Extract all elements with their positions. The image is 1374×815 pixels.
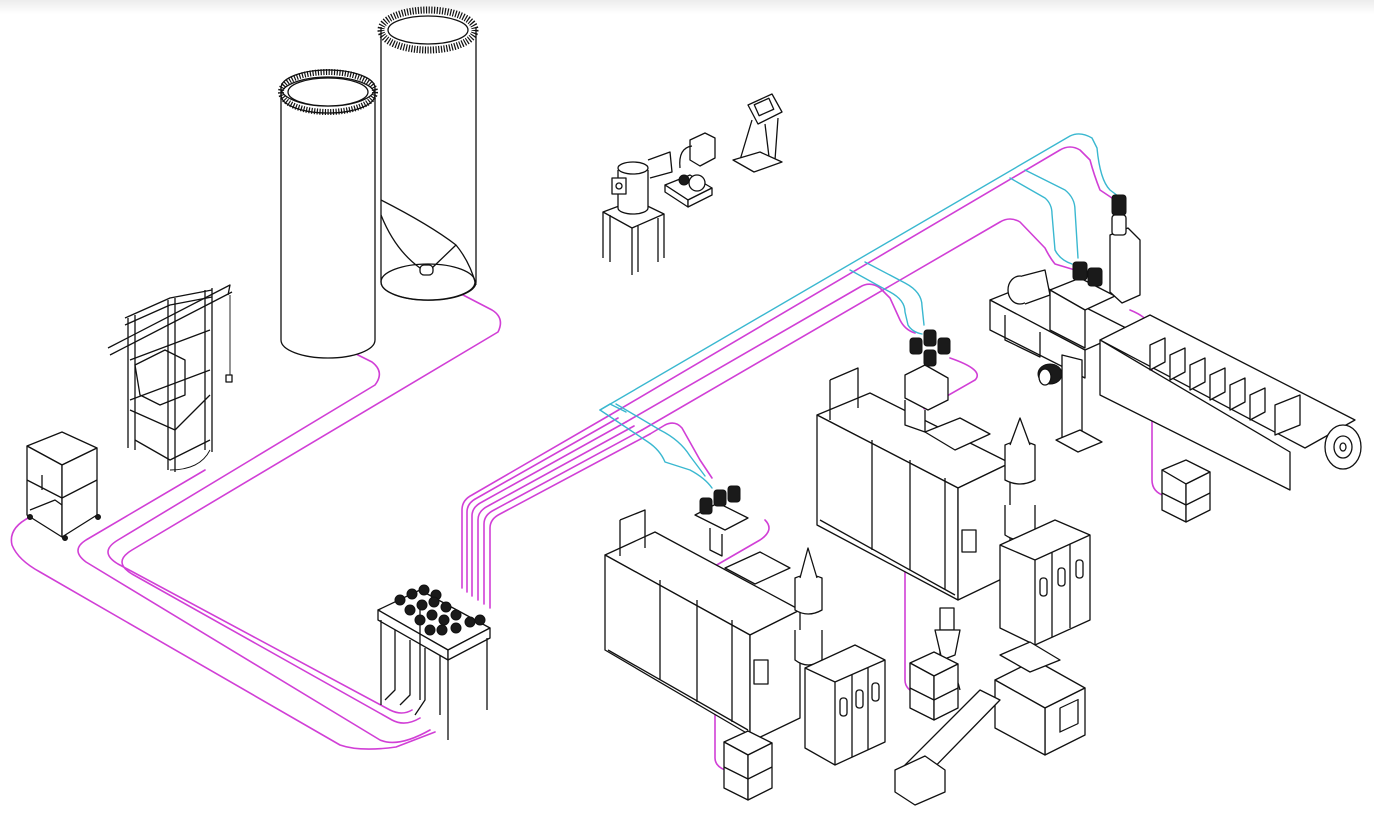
pipe-network — [10, 133, 1181, 777]
middle-cabinets — [999, 519, 1091, 646]
silo-left[interactable] — [278, 69, 378, 359]
pipe-trunk-magenta — [609, 146, 1116, 479]
cyclone — [934, 607, 961, 661]
silo-right[interactable] — [377, 6, 479, 301]
middle-column — [1004, 417, 1036, 541]
vacuum-pump[interactable] — [664, 132, 716, 208]
bulk-bag-unloader[interactable] — [107, 284, 233, 472]
moulding-machine-front[interactable] — [604, 485, 886, 766]
front-heaters — [724, 551, 791, 585]
feed-station-middle[interactable] — [909, 651, 959, 721]
barrel-heater-bands — [1149, 337, 1301, 436]
extruder-line-right[interactable] — [989, 194, 1362, 491]
front-loaders — [694, 485, 749, 557]
pipe-drop-right — [1129, 309, 1181, 503]
feed-station-front[interactable] — [723, 730, 773, 801]
middle-heaters — [924, 417, 991, 451]
feed-station-right[interactable] — [1161, 459, 1211, 523]
front-column — [794, 547, 823, 666]
extruder-loaders — [1072, 194, 1141, 304]
granulator-conveyor[interactable] — [894, 607, 1086, 806]
middle-loaders — [904, 329, 951, 433]
pipe-bulk-bag — [77, 469, 431, 744]
front-cabinets — [804, 644, 886, 766]
side-feeder — [1037, 363, 1063, 386]
top-edge-shade — [0, 0, 1374, 14]
pipe-risers — [461, 414, 651, 609]
pipe-silo-right — [121, 281, 502, 724]
feed-station-left[interactable] — [26, 431, 101, 541]
central-vacuum-unit[interactable] — [602, 151, 673, 275]
central-manifold[interactable] — [377, 584, 491, 740]
control-console[interactable] — [732, 93, 783, 173]
extruder-motor — [1007, 269, 1051, 305]
pipe-trunk-cyan — [599, 133, 1119, 489]
pipe-silo-left — [107, 351, 413, 714]
pipe-feed-left — [10, 516, 436, 750]
manifold-couplings — [394, 584, 486, 636]
moulding-machine-middle[interactable] — [816, 329, 1091, 646]
